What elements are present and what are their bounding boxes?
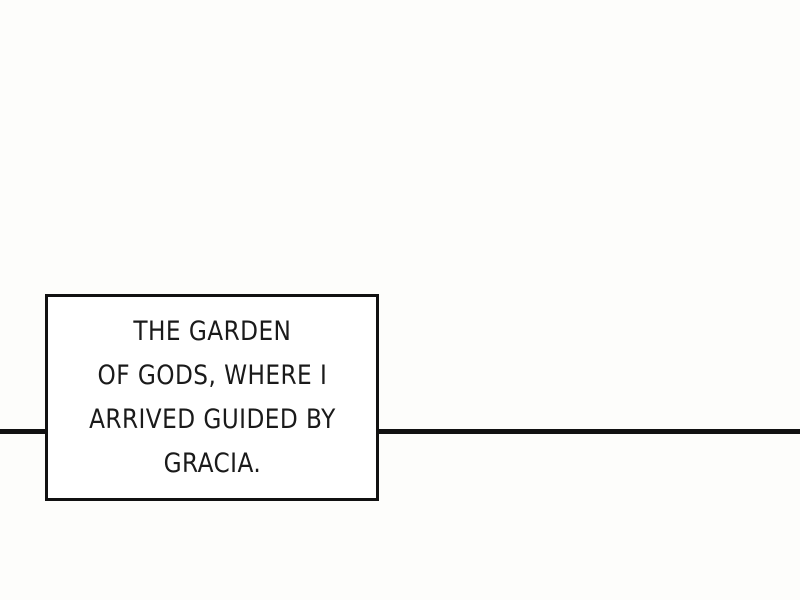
- caption-line-4: GRACIA.: [163, 447, 261, 479]
- caption-line-2: OF GODS, WHERE I: [97, 359, 327, 391]
- narration-caption-text: THE GARDEN OF GODS, WHERE I ARRIVED GUID…: [89, 310, 336, 486]
- narration-caption-box: THE GARDEN OF GODS, WHERE I ARRIVED GUID…: [45, 294, 379, 501]
- caption-line-1: THE GARDEN: [133, 315, 291, 347]
- caption-line-3: ARRIVED GUIDED BY: [88, 403, 336, 435]
- horizontal-divider-line: [0, 429, 800, 434]
